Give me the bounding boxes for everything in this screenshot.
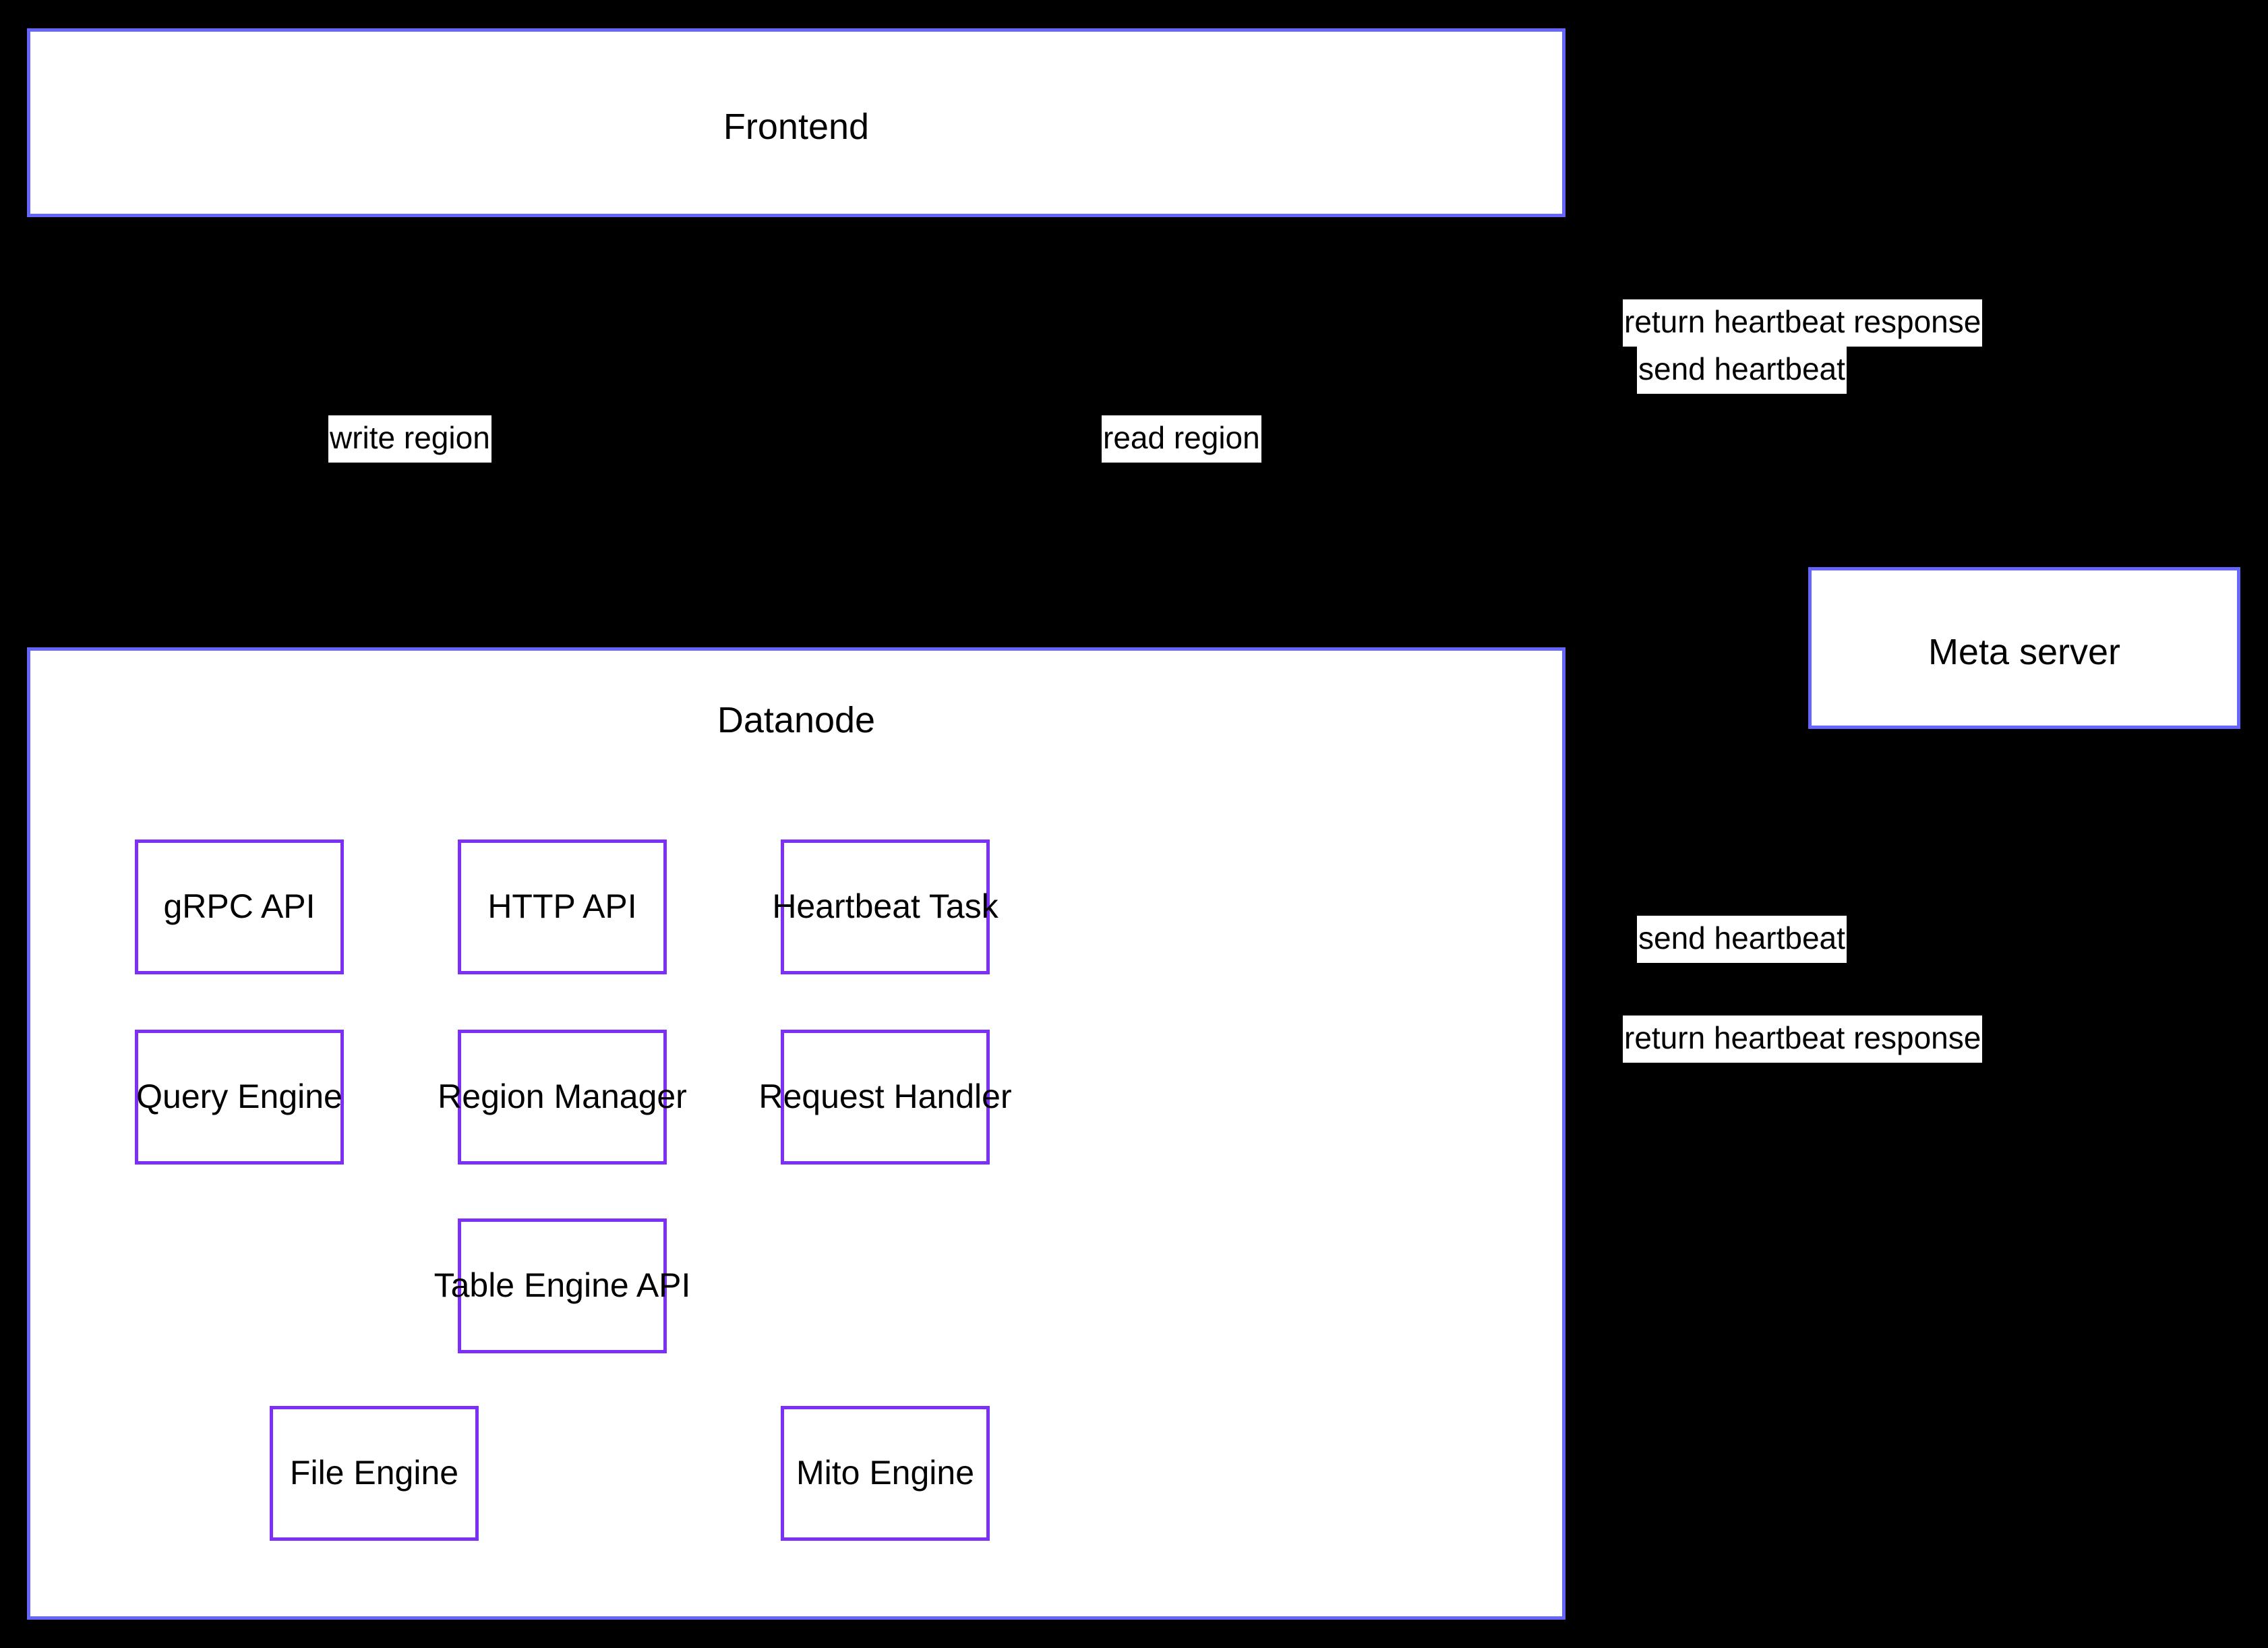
component-http-api[interactable]: HTTP API <box>458 840 667 974</box>
component-request-handler[interactable]: Request Handler <box>758 1030 1012 1165</box>
component-mito-engine[interactable]: Mito Engine <box>781 1406 990 1541</box>
component-mito-engine-label: Mito Engine <box>796 1454 975 1492</box>
component-query-engine-label: Query Engine <box>136 1078 342 1116</box>
node-meta-server-label: Meta server <box>1928 632 2121 672</box>
edge-label-frontend-send-heartbeat: send heartbeat <box>1637 347 1847 394</box>
node-frontend[interactable]: Frontend <box>27 28 1565 217</box>
node-frontend-label: Frontend <box>723 107 870 147</box>
edge-label-datanode-return-heartbeat-response: return heartbeat response <box>1623 1016 1983 1063</box>
component-table-engine-api[interactable]: Table Engine API <box>434 1218 690 1353</box>
component-table-engine-api-label: Table Engine API <box>434 1266 691 1305</box>
component-file-engine-label: File Engine <box>289 1454 459 1492</box>
node-datanode-label: Datanode <box>717 700 876 740</box>
component-heartbeat-task[interactable]: Heartbeat Task <box>772 840 998 974</box>
component-grpc-api[interactable]: gRPC API <box>135 840 344 974</box>
component-region-manager-label: Region Manager <box>438 1078 687 1116</box>
component-request-handler-label: Request Handler <box>758 1078 1012 1116</box>
node-meta-server[interactable]: Meta server <box>1808 567 2240 729</box>
component-heartbeat-task-label: Heartbeat Task <box>772 887 998 926</box>
component-query-engine[interactable]: Query Engine <box>135 1030 344 1165</box>
edge-label-write-region: write region <box>328 415 491 463</box>
node-datanode[interactable]: Datanode gRPC API HTTP API Heartbeat Tas… <box>27 647 1565 1620</box>
edge-label-frontend-return-heartbeat-response: return heartbeat response <box>1623 299 1983 347</box>
component-region-manager[interactable]: Region Manager <box>438 1030 687 1165</box>
edge-label-read-region: read region <box>1102 415 1261 463</box>
component-http-api-label: HTTP API <box>487 887 637 926</box>
component-grpc-api-label: gRPC API <box>163 887 316 926</box>
edge-label-datanode-send-heartbeat: send heartbeat <box>1637 916 1847 963</box>
component-file-engine[interactable]: File Engine <box>270 1406 479 1541</box>
